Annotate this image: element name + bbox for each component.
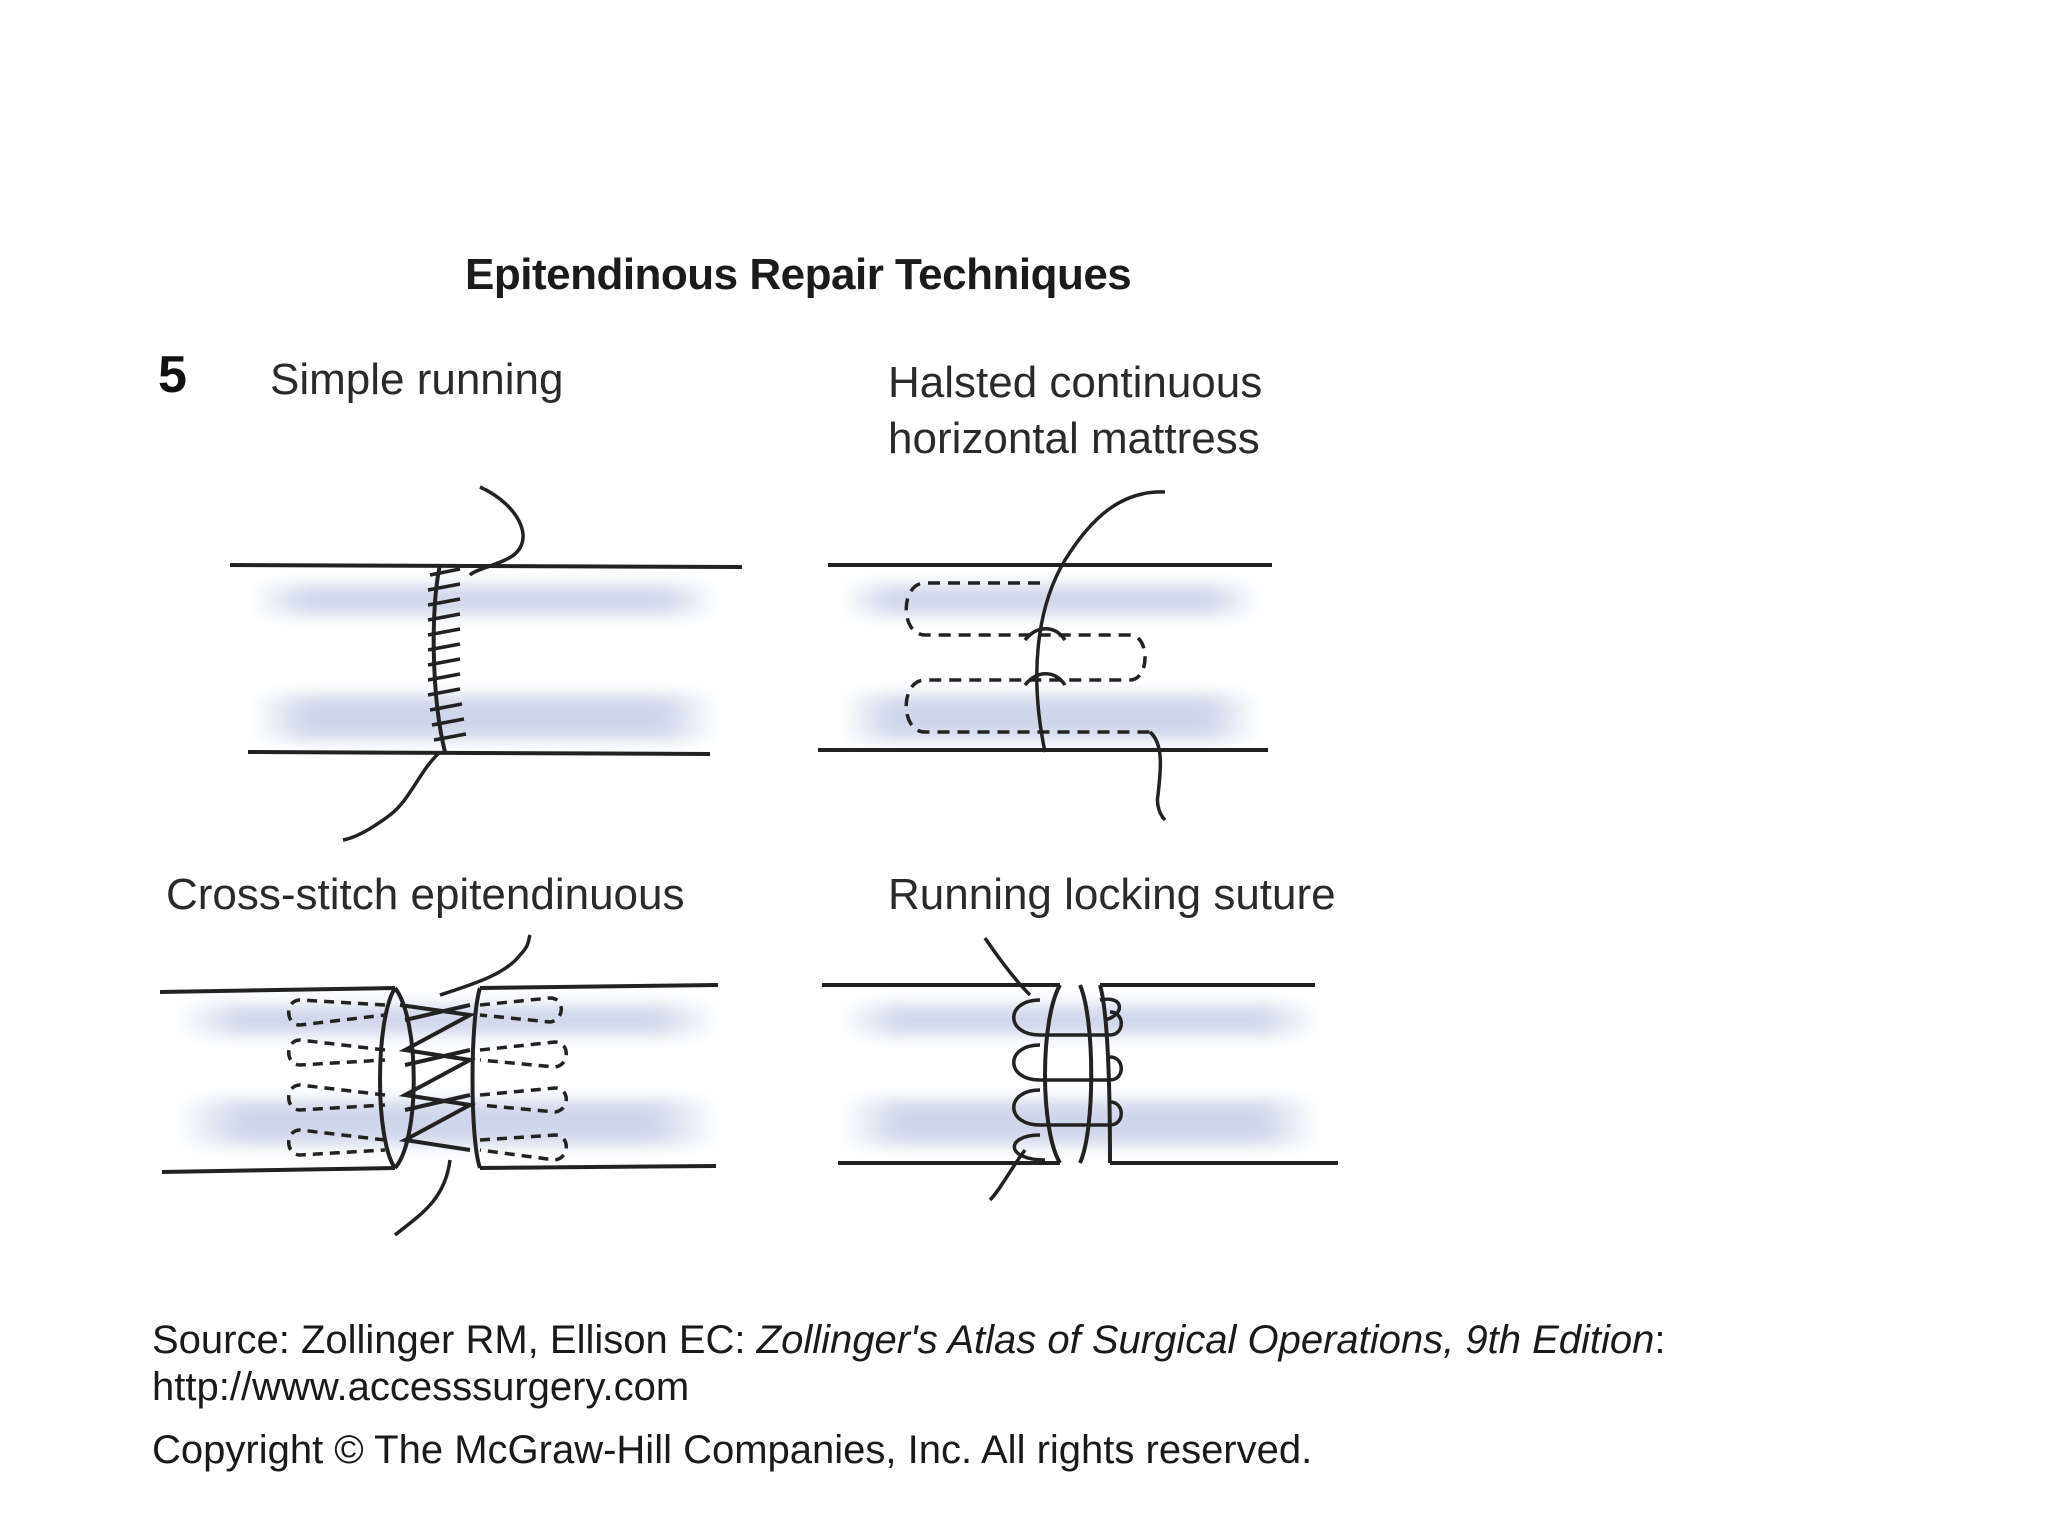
caption-source-prefix: Source: Zollinger RM, Ellison EC: bbox=[152, 1318, 757, 1362]
tendon-shading bbox=[840, 585, 1260, 740]
panel-label-halsted-line2: horizontal mattress bbox=[888, 414, 1260, 463]
caption-source-book: Zollinger's Atlas of Surgical Operations… bbox=[756, 1318, 1655, 1362]
suture-thread bbox=[393, 1159, 452, 1237]
tendon-end bbox=[470, 987, 482, 1169]
tendon-shading bbox=[175, 1005, 720, 1145]
suture-thread bbox=[988, 1148, 1027, 1202]
tendon-edge bbox=[479, 1164, 717, 1170]
panel-label-cross-stitch: Cross-stitch epitendinuous bbox=[166, 870, 685, 919]
panel-simple-running bbox=[229, 485, 743, 842]
caption-source-suffix: : bbox=[1654, 1318, 1666, 1362]
tendon-edge bbox=[247, 750, 711, 756]
caption-url: http://www.accesssurgery.com bbox=[152, 1365, 690, 1409]
tendon-end bbox=[1043, 984, 1062, 1165]
panel-cross-stitch bbox=[159, 934, 720, 1237]
repair-seam bbox=[431, 564, 447, 753]
tendon-edge bbox=[159, 986, 396, 994]
tendon-shading bbox=[250, 585, 720, 740]
running-stitches bbox=[427, 567, 467, 742]
tendon-edge bbox=[479, 983, 719, 990]
suture-thread bbox=[342, 750, 442, 842]
caption-copyright: Copyright © The McGraw-Hill Companies, I… bbox=[152, 1428, 1313, 1472]
tendon-end bbox=[378, 986, 397, 1170]
cross-stitch-dashes bbox=[287, 996, 568, 1162]
locking-loops bbox=[1012, 997, 1123, 1162]
suture-thread bbox=[1035, 490, 1166, 753]
panel-label-running-locking: Running locking suture bbox=[888, 870, 1336, 919]
tendon-end bbox=[1078, 984, 1094, 1164]
panel-label-halsted-line1: Halsted continuous bbox=[888, 358, 1263, 407]
suture-thread bbox=[1148, 730, 1167, 822]
tendon-shading bbox=[840, 1005, 1320, 1145]
tendon-edge bbox=[161, 1166, 396, 1174]
panel-label-simple-running: Simple running bbox=[270, 355, 564, 404]
mattress-loops bbox=[904, 581, 1150, 734]
suture-thread bbox=[468, 485, 525, 577]
figure-number: 5 bbox=[158, 346, 187, 404]
panel-halsted-mattress bbox=[818, 490, 1272, 822]
figure-title: Epitendinous Repair Techniques bbox=[465, 250, 1132, 299]
caption-source: Source: Zollinger RM, Ellison EC: Zollin… bbox=[152, 1318, 1666, 1363]
suture-thread bbox=[983, 937, 1032, 997]
panel-label-halsted: Halsted continuous horizontal mattress bbox=[888, 355, 1262, 467]
cross-stitches bbox=[398, 1003, 477, 1152]
suture-thread bbox=[439, 934, 532, 997]
panel-running-locking bbox=[822, 937, 1338, 1202]
suture-knot bbox=[1023, 627, 1067, 687]
